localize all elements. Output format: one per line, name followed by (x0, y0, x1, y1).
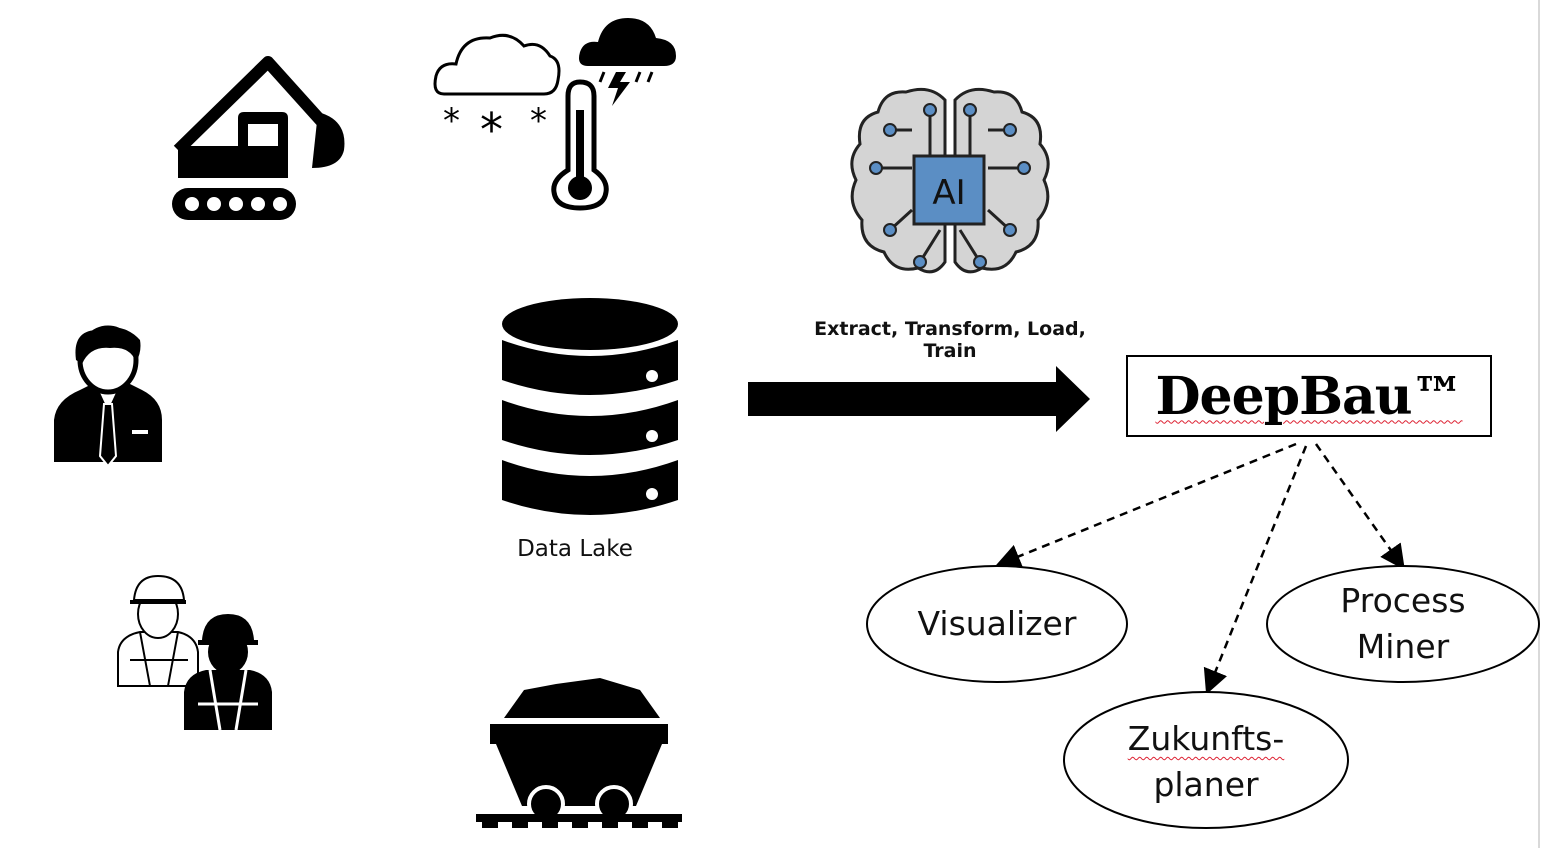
svg-text:*: * (530, 101, 547, 141)
connector-planner (1203, 445, 1308, 695)
data-lake-label: Data Lake (517, 536, 633, 562)
business-person-icon (54, 325, 162, 468)
planner-node-shape (1063, 691, 1349, 829)
visualizer-node: Visualizer (897, 601, 1097, 647)
planner-node: Zukunfts- planer (1096, 716, 1316, 808)
process-miner-label-line1: Process (1340, 581, 1466, 620)
process-miner-label-line2: Miner (1356, 627, 1450, 666)
weather-icon: * * * (433, 18, 676, 211)
svg-text:*: * (443, 101, 460, 141)
page-edge-line (1538, 0, 1540, 848)
mine-cart-icon (476, 678, 682, 828)
ai-brain-icon: AI (850, 87, 1050, 274)
connector-process-miner (1314, 443, 1405, 571)
excavator-icon (172, 56, 345, 220)
process-miner-node-shape (1266, 565, 1540, 683)
flow-arrow (748, 366, 1090, 432)
visualizer-node-shape (866, 565, 1128, 683)
svg-text:*: * (480, 103, 503, 157)
database-icon (502, 298, 678, 515)
connector-visualizer (995, 442, 1297, 569)
visualizer-label: Visualizer (917, 604, 1077, 643)
brand-title: DeepBau™ (1155, 365, 1463, 427)
construction-workers-icon (117, 574, 272, 731)
process-miner-node: Process Miner (1293, 578, 1513, 670)
planner-label-line1: Zukunfts- (1127, 719, 1285, 758)
brand-box: DeepBau™ (1126, 355, 1492, 437)
ai-chip-label: AI (932, 173, 965, 213)
etl-label: Extract, Transform, Load, Train (814, 318, 1086, 362)
planner-label-line2: planer (1153, 765, 1259, 804)
